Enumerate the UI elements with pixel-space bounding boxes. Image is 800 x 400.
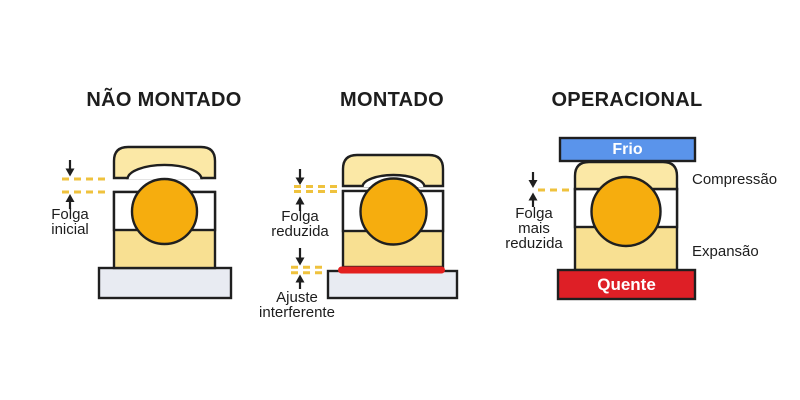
bearing-ball bbox=[590, 175, 662, 248]
interference-strip bbox=[338, 266, 445, 274]
hot-block bbox=[556, 268, 697, 301]
most-reduced-clearance-label: Folga mais reduzida bbox=[505, 205, 563, 252]
race-groove-arc bbox=[126, 163, 203, 180]
outer-ring bbox=[341, 153, 445, 188]
initial-clearance-label: Folga inicial bbox=[51, 206, 89, 238]
cold-block bbox=[558, 136, 697, 163]
bearing-operational bbox=[528, 136, 697, 301]
bearing-unmounted bbox=[62, 145, 233, 300]
expansion-label: Expansão bbox=[692, 243, 759, 260]
hot-block-label: Quente bbox=[597, 275, 656, 294]
cold-block-label: Frio bbox=[612, 141, 643, 158]
panel-title-operational: OPERACIONAL bbox=[551, 89, 703, 111]
up-arrow-icon bbox=[528, 192, 538, 207]
bearing-ball bbox=[359, 177, 428, 246]
bearing-mounted bbox=[291, 153, 459, 300]
up-arrow-icon bbox=[65, 194, 75, 209]
panel-title-unmounted: NÃO MONTADO bbox=[86, 89, 242, 111]
down-arrow-icon bbox=[295, 248, 305, 266]
compression-label: Compressão bbox=[692, 171, 778, 188]
panel-title-mounted: MONTADO bbox=[340, 89, 444, 111]
shaft-base bbox=[326, 269, 459, 300]
up-arrow-icon bbox=[295, 196, 305, 211]
bearing-ball bbox=[130, 177, 199, 246]
interference-fit-label: Ajuste interferente bbox=[259, 289, 335, 321]
shaft-base bbox=[97, 266, 233, 300]
reduced-clearance-label: Folga reduzida bbox=[271, 208, 329, 240]
up-arrow-icon bbox=[295, 274, 305, 289]
down-arrow-icon bbox=[65, 160, 75, 177]
down-arrow-icon bbox=[528, 172, 538, 188]
down-arrow-icon bbox=[295, 169, 305, 185]
